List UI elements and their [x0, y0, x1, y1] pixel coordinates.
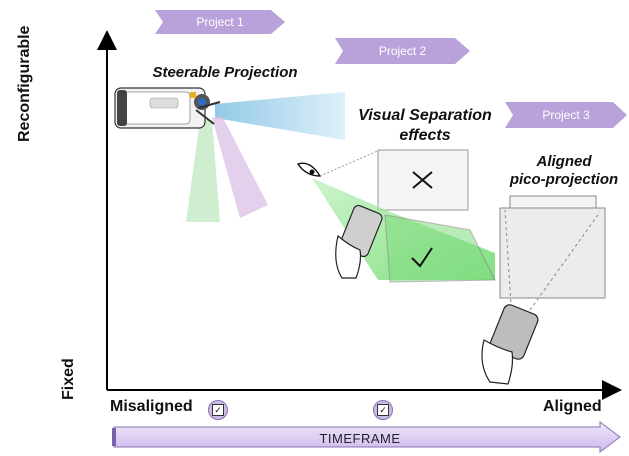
milestone-2-check-icon: ✓ [373, 400, 393, 420]
project-tag-shape [155, 10, 285, 34]
hand-with-pico-projector-icon [481, 304, 539, 385]
aligned-pico-projection-heading: Aligned pico-projection [500, 153, 628, 189]
check-panel [384, 214, 496, 283]
y-axis-bottom-label: Fixed [60, 358, 77, 400]
hand-with-phone-icon [335, 204, 383, 279]
projection-line-2 [529, 211, 601, 311]
purple-beam [212, 116, 268, 218]
project-1-tag: Project 1 [155, 10, 285, 34]
eye-icon [296, 162, 322, 177]
project-1-label: Project 1 [196, 15, 244, 29]
check-mark-symbol [411, 247, 433, 268]
project-2-label: Project 2 [378, 44, 427, 58]
aligned-line2: pico-projection [509, 171, 619, 188]
visual-separation-line1: Visual Separation [358, 107, 492, 124]
project-3-tag: Project 3 [505, 102, 627, 128]
front-screen [499, 207, 606, 299]
project-tag-shape [335, 38, 470, 64]
green-beam [186, 120, 220, 222]
visual-separation-line2: effects [399, 127, 451, 144]
y-axis-top-label: Reconfigurable [16, 25, 33, 142]
aligned-line1: Aligned [536, 153, 592, 170]
milestone-1-check-icon: ✓ [208, 400, 228, 420]
projector-device [114, 87, 221, 129]
projection-line-1 [504, 209, 513, 321]
project-tag-shape [505, 102, 627, 128]
x-axis-left-label: Misaligned [110, 398, 193, 415]
timeframe-arrow [112, 421, 621, 453]
sight-line [319, 149, 381, 177]
x-axis-right-label: Aligned [543, 398, 602, 415]
timeframe-label: TIMEFRAME [319, 431, 401, 446]
project-2-tag: Project 2 [335, 38, 470, 64]
cross-mark [412, 171, 433, 189]
visual-separation-heading: Visual Separation effects [350, 106, 500, 146]
steerable-projection-heading: Steerable Projection [152, 64, 298, 81]
project-3-label: Project 3 [542, 108, 590, 122]
blue-beam [215, 92, 345, 140]
